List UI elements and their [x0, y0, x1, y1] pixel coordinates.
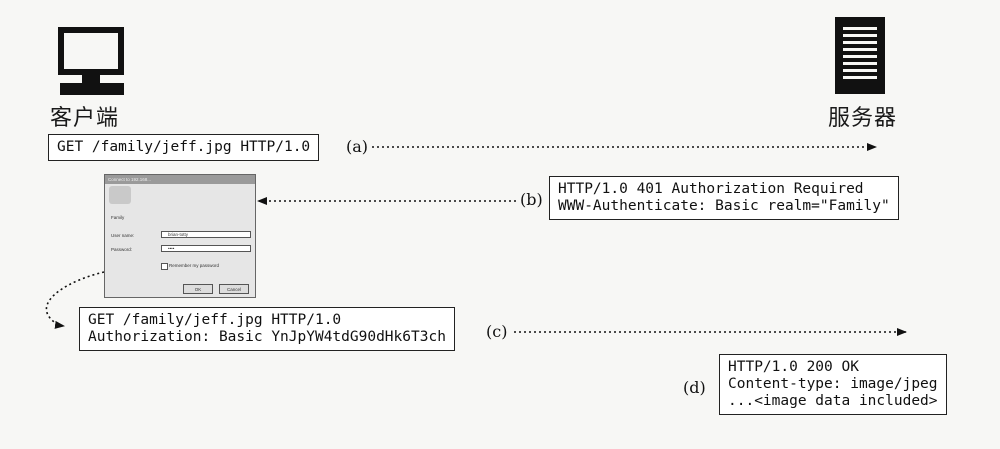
- cancel-button[interactable]: Cancel: [219, 284, 249, 294]
- server-label: 服务器: [828, 106, 898, 131]
- login-dialog-thumbnail: Connect to 192.168... Family User name: …: [104, 174, 256, 298]
- keys-icon: [109, 186, 131, 204]
- step-c-tag: (c): [486, 322, 508, 341]
- user-name-field[interactable]: brian-totty: [161, 231, 251, 238]
- password-value: ••••: [168, 246, 175, 251]
- response-d-line-1: HTTP/1.0 200 OK: [728, 359, 859, 375]
- request-c-line-2: Authorization: Basic YnJpYW4tdG90dHk6T3c…: [88, 329, 446, 345]
- password-field[interactable]: ••••: [161, 245, 251, 252]
- user-name-label: User name:: [111, 233, 135, 238]
- request-c-line-1: GET /family/jeff.jpg HTTP/1.0: [88, 312, 342, 328]
- response-d-box: HTTP/1.0 200 OK Content-type: image/jpeg…: [719, 354, 947, 415]
- remember-label: Remember my password: [169, 263, 220, 268]
- step-d-tag: (d): [683, 378, 706, 397]
- step-a-tag: (a): [346, 137, 369, 156]
- server-icon: [835, 17, 885, 94]
- step-b-tag: (b): [520, 190, 543, 209]
- dialog-title: Connect to 192.168...: [105, 175, 255, 184]
- request-c-box: GET /family/jeff.jpg HTTP/1.0 Authorizat…: [79, 307, 455, 351]
- password-label: Password:: [111, 247, 133, 252]
- response-b-box: HTTP/1.0 401 Authorization Required WWW-…: [549, 176, 899, 220]
- response-b-line-1: HTTP/1.0 401 Authorization Required: [558, 181, 864, 197]
- arrow-dialog-to-c: [45, 271, 105, 329]
- remember-checkbox[interactable]: [161, 263, 168, 270]
- response-b-line-2: WWW-Authenticate: Basic realm="Family": [558, 198, 890, 214]
- response-d-line-3: ...<image data included>: [728, 393, 938, 409]
- request-a-line-1: GET /family/jeff.jpg HTTP/1.0: [57, 139, 311, 155]
- response-d-line-2: Content-type: image/jpeg: [728, 376, 938, 392]
- client-label: 客户端: [50, 106, 120, 131]
- ok-button[interactable]: OK: [183, 284, 213, 294]
- user-name-value: brian-totty: [168, 232, 189, 237]
- request-a-box: GET /family/jeff.jpg HTTP/1.0: [48, 134, 320, 161]
- client-computer-icon: [58, 27, 124, 95]
- dialog-realm-text: Family: [111, 215, 125, 220]
